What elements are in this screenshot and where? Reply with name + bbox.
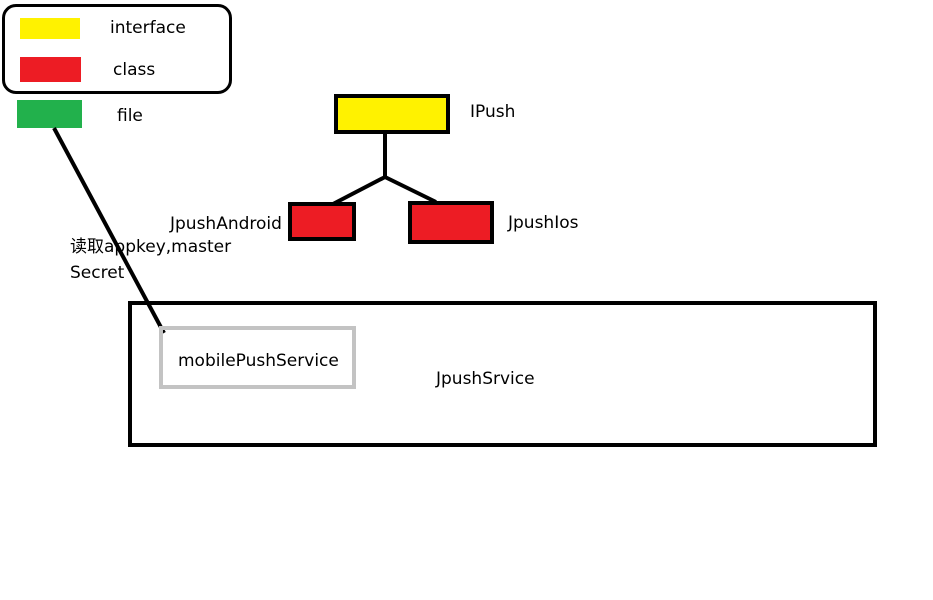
ipush-label: IPush	[470, 102, 516, 122]
ipush-to-android-line	[332, 175, 386, 206]
jpush-service-box	[128, 301, 877, 447]
file-to-mobile-push-line	[52, 127, 166, 334]
legend-interface-label: interface	[110, 18, 186, 38]
mobile-push-service-label: mobilePushService	[178, 351, 339, 371]
edge-label-line2: Secret	[70, 263, 125, 283]
mobile-push-service-box	[159, 326, 356, 389]
interface-swatch	[20, 18, 80, 39]
jpush-android-label: JpushAndroid	[170, 214, 282, 234]
class-swatch	[20, 57, 81, 82]
ipush-to-ios-line	[384, 175, 437, 204]
ipush-interface-box	[334, 94, 450, 134]
file-swatch	[17, 100, 82, 128]
legend-box	[2, 4, 232, 94]
edge-label-line1: 读取appkey,master	[70, 237, 232, 257]
legend-class-label: class	[113, 60, 156, 80]
jpush-ios-label: JpushIos	[508, 213, 579, 233]
jpush-ios-class-box	[408, 201, 494, 244]
legend-file-label: file	[117, 106, 143, 126]
jpush-service-label: JpushSrvice	[436, 369, 535, 389]
jpush-android-class-box	[288, 202, 356, 241]
